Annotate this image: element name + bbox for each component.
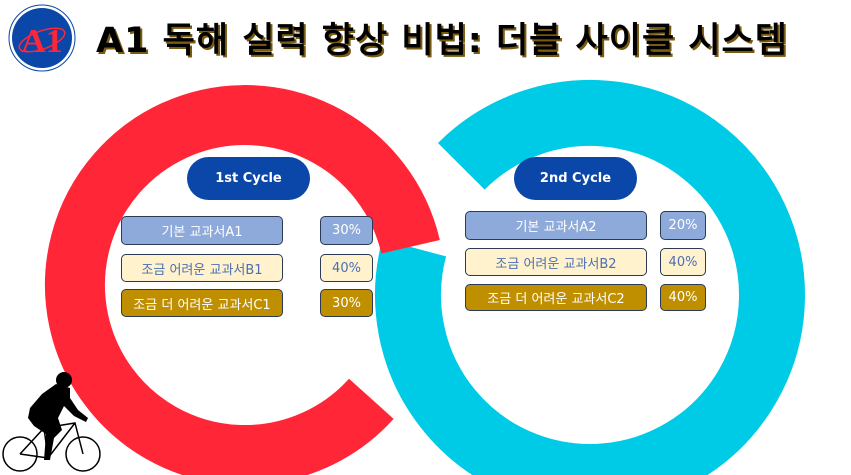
cyan-cycle-ring <box>375 79 805 475</box>
cycle-1-medium-book: 조금 어려운 교과서B1 <box>121 254 283 282</box>
cycle-2-hard-percent: 40% <box>660 284 706 311</box>
cycle-1-hard-book: 조금 더 어려운 교과서C1 <box>121 289 283 317</box>
red-cycle-ring <box>44 85 440 475</box>
cycle-1-basic-book: 기본 교과서A1 <box>121 216 283 245</box>
cycle-1-basic-percent: 30% <box>320 216 373 245</box>
cycle-1-medium-percent: 40% <box>320 254 373 282</box>
svg-text:A1: A1 <box>21 23 63 60</box>
a1-logo: A1 <box>8 4 76 72</box>
cycle-2-basic-book: 기본 교과서A2 <box>465 211 647 240</box>
cycle-2-medium-book: 조금 어려운 교과서B2 <box>465 248 647 276</box>
cycle-1-hard-percent: 30% <box>320 289 373 317</box>
cycle-2-medium-percent: 40% <box>660 248 706 276</box>
page-title: A1 독해 실력 향상 비법: 더블 사이클 시스템 <box>96 21 788 61</box>
cycle-2-basic-percent: 20% <box>660 211 706 240</box>
cycle-1-badge: 1st Cycle <box>187 157 310 200</box>
cyclist-icon <box>2 372 101 472</box>
cycle-2-badge: 2nd Cycle <box>514 157 637 200</box>
cycle-2-hard-book: 조금 더 어려운 교과서C2 <box>465 284 647 311</box>
